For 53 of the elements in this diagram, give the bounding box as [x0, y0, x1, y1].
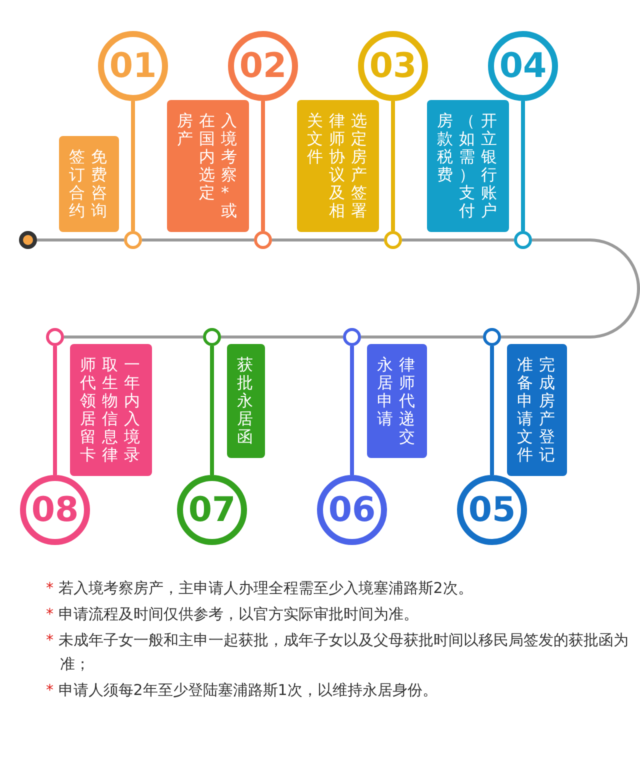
step-number-circle: 06 — [317, 475, 387, 545]
step-number-circle: 07 — [177, 475, 247, 545]
step-box — [167, 100, 249, 232]
timeline-dot — [254, 231, 272, 249]
timeline-line — [501, 238, 640, 338]
step-number-circle: 02 — [228, 31, 298, 101]
start-dot — [19, 231, 37, 249]
step-number-circle: 01 — [98, 31, 168, 101]
step-box — [59, 136, 119, 232]
timeline-dot — [514, 231, 532, 249]
stem-line — [210, 346, 214, 475]
note-text: * 申请流程及时间仅供参考，以官方实际审批时间为准。 — [46, 604, 420, 625]
stem-line — [521, 101, 525, 231]
timeline-line — [221, 336, 343, 338]
timeline-line — [402, 238, 514, 242]
timeline-dot — [46, 328, 64, 346]
note-text: * 若入境考察房产，主申请人办理全程需至少入境塞浦路斯2次。 — [46, 578, 474, 599]
stem-line — [350, 346, 354, 475]
timeline-line — [272, 238, 384, 242]
timeline-dot — [343, 328, 361, 346]
step-text: 一年内入境录取生物信息律师代领居留卡 — [80, 356, 141, 464]
stem-line — [391, 101, 395, 231]
timeline-dot — [124, 231, 142, 249]
timeline-line — [64, 336, 203, 338]
step-number-circle: 05 — [457, 475, 527, 545]
step-text: 入境考察*或在国内选定房产 — [177, 112, 238, 220]
step-number-circle: 04 — [488, 31, 558, 101]
step-number-circle: 08 — [20, 475, 90, 545]
note-text: * 未成年子女一般和主申一起获批，成年子女以及父母获批时间以移民局签发的获批函为准； — [46, 630, 630, 675]
step-text: 完成房产登记准备申请文件 — [517, 356, 556, 464]
timeline-dot — [203, 328, 221, 346]
step-text: 获批永居函 — [237, 356, 254, 446]
step-box — [507, 344, 567, 476]
stem-line — [261, 101, 265, 231]
step-text: 律师代递交永居申请 — [377, 356, 416, 446]
step-box — [297, 100, 379, 232]
timeline-line — [37, 238, 124, 242]
timeline-line — [142, 238, 254, 242]
step-number-circle: 03 — [358, 31, 428, 101]
step-box — [227, 344, 265, 458]
stem-line — [490, 346, 494, 475]
step-text: 免费咨询签订合约 — [69, 148, 108, 220]
stem-line — [53, 346, 57, 475]
step-text: 选定房产签署律师协议及相关文件 — [307, 112, 368, 220]
step-box — [367, 344, 427, 458]
step-box — [427, 100, 509, 232]
note-text: * 申请人须每2年至少登陆塞浦路斯1次，以维持永居身份。 — [46, 680, 438, 701]
timeline-dot — [483, 328, 501, 346]
stem-line — [131, 101, 135, 231]
step-text: 开立银行账户（如需）支付房款税费 — [437, 112, 498, 220]
timeline-dot — [384, 231, 402, 249]
step-box — [70, 344, 152, 476]
timeline-line — [361, 336, 483, 338]
